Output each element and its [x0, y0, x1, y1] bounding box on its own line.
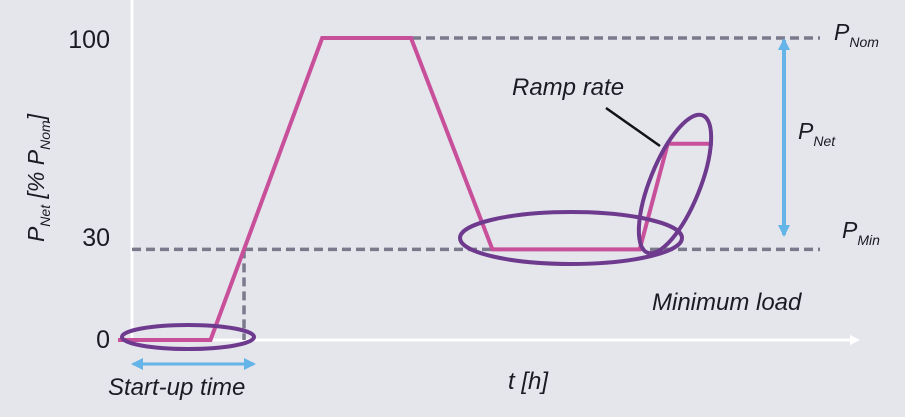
y-axis-title: PNet [% PNom] — [23, 113, 53, 242]
power-output-line — [118, 36, 713, 342]
y-tick-label-0: 0 — [96, 326, 110, 354]
ramp-rate-pointer-line — [605, 106, 661, 148]
ramp-rate-highlight-ellipse — [636, 112, 714, 256]
y-tick-label-100: 100 — [68, 26, 110, 54]
p-net-label: PNet — [798, 118, 836, 149]
y-tick-label-30: 30 — [82, 224, 110, 252]
p-nom-label: PNom — [834, 19, 879, 50]
startup-highlight-ellipse — [120, 323, 256, 351]
x-axis-title: t [h] — [508, 368, 549, 395]
startup-time-label: Start-up time — [108, 374, 245, 401]
ramp-rate-label: Ramp rate — [512, 74, 624, 101]
p-min-label: PMin — [842, 217, 880, 248]
minimum-load-label: Minimum load — [652, 289, 802, 316]
minimum-load-highlight-ellipse — [458, 210, 684, 266]
